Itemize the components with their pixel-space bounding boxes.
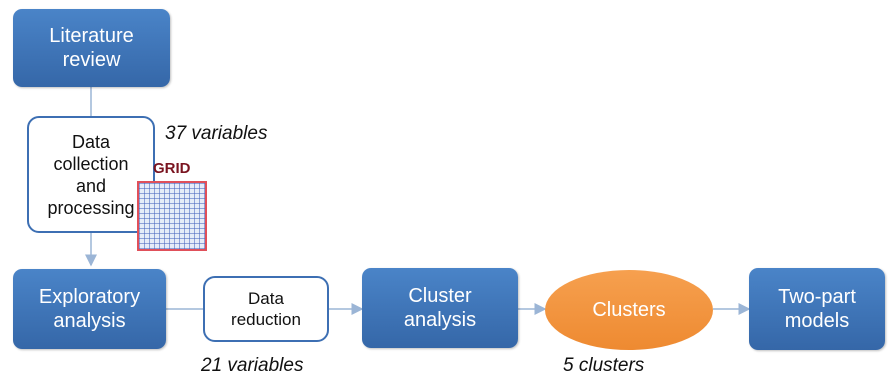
variables-21-note: 21 variables	[201, 355, 304, 376]
literature-review-label: Literature review	[49, 25, 134, 71]
data-reduction-box: Data reduction	[203, 276, 329, 342]
cluster-analysis-box: Cluster analysis	[362, 268, 518, 348]
data-collection-label: Data collection and processing	[47, 131, 135, 218]
clusters-label: Clusters	[592, 298, 666, 321]
data-collection-box: Data collection and processing	[27, 116, 155, 233]
grid-icon	[137, 181, 207, 251]
exploratory-analysis-label: Exploratory analysis	[38, 286, 141, 332]
exploratory-analysis-box: Exploratory analysis	[13, 269, 166, 349]
grid-label: GRID	[153, 160, 191, 177]
two-part-models-label: Two-part models	[778, 286, 856, 332]
literature-review-box: Literature review	[13, 9, 170, 87]
cluster-analysis-label: Cluster analysis	[403, 285, 477, 331]
clusters-oval: Clusters	[545, 270, 713, 350]
clusters-5-note: 5 clusters	[563, 355, 645, 376]
variables-37-note: 37 variables	[165, 123, 268, 144]
two-part-models-box: Two-part models	[749, 268, 885, 350]
data-reduction-label: Data reduction	[231, 289, 301, 329]
